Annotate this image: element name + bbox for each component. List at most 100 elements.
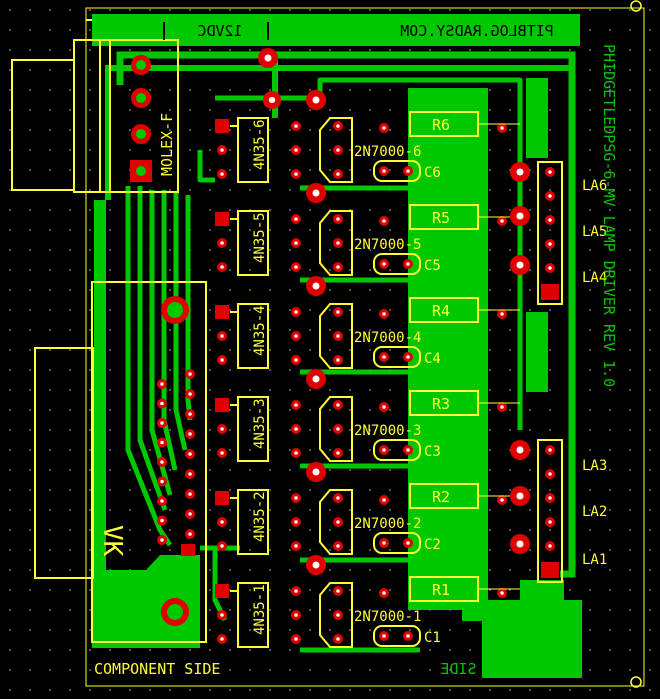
opto-pin-square	[215, 584, 229, 598]
drill-hole	[382, 634, 386, 638]
corner-mark-bottom	[630, 676, 642, 688]
drill-hole	[312, 468, 320, 476]
opto-pin-square	[215, 212, 229, 226]
capacitor-label: C2	[424, 537, 441, 553]
drill-hole	[268, 96, 276, 104]
lamp-header-lower	[537, 439, 563, 583]
drill-hole	[294, 310, 298, 314]
vk-mark: VK	[97, 525, 127, 557]
drill-hole	[500, 312, 504, 316]
capacitor-outline	[373, 625, 421, 647]
drill-hole	[336, 427, 340, 431]
opto-label: 4N35-5	[252, 212, 268, 263]
capacitor-outline	[373, 532, 421, 554]
drill-hole	[548, 266, 552, 270]
copper-side-label: COPPER SIDE	[440, 660, 539, 678]
drill-hole	[160, 518, 164, 523]
drill-hole	[294, 451, 298, 455]
drill-hole	[160, 421, 164, 425]
lamp-pin-square	[541, 562, 559, 578]
drill-hole	[220, 613, 224, 617]
opto-pin-square	[215, 305, 229, 319]
drill-hole	[336, 403, 340, 407]
drill-hole	[548, 472, 552, 476]
drill-hole	[336, 358, 340, 362]
drill-hole	[406, 541, 410, 545]
drill-hole	[382, 541, 386, 545]
drill-hole	[548, 242, 552, 246]
drill-hole	[220, 148, 224, 152]
drill-hole	[548, 194, 552, 198]
drill-hole	[294, 589, 298, 593]
lamp-label-la6: LA6	[582, 178, 607, 194]
drill-hole	[336, 451, 340, 455]
resistor-label: R5	[432, 209, 450, 227]
opto-label: 4N35-1	[252, 584, 268, 635]
resistor-label: R6	[432, 116, 450, 134]
opto-label: 4N35-4	[252, 305, 268, 356]
opto-pin-square	[215, 398, 229, 412]
drill-hole	[406, 634, 410, 638]
drill-hole	[336, 496, 340, 500]
dsub-connector: VK	[34, 281, 207, 643]
opto-label: 4N35-2	[252, 491, 268, 542]
fet-outline	[319, 117, 353, 183]
lamp-label-la5: LA5	[582, 224, 607, 240]
drill-hole	[336, 217, 340, 221]
drill-hole	[312, 282, 320, 290]
opto-label: 4N35-6	[252, 119, 268, 170]
drill-hole	[336, 265, 340, 269]
opto-pin-square	[215, 491, 229, 505]
capacitor-outline	[373, 160, 421, 182]
drill-hole	[160, 460, 164, 464]
fet-label: 2N7000-3	[354, 423, 421, 439]
drill-hole	[220, 241, 224, 245]
drill-hole	[312, 96, 320, 104]
capacitor-label: C5	[424, 258, 441, 274]
drill-hole	[382, 405, 386, 409]
drill-hole	[382, 219, 386, 223]
drill-hole	[294, 520, 298, 524]
copper-pad	[462, 591, 488, 621]
resistor-label: R4	[432, 302, 450, 320]
capacitor-label: C1	[424, 630, 441, 646]
lamp-pin-square	[541, 284, 559, 300]
drill-hole	[294, 124, 298, 128]
drill-hole	[294, 637, 298, 641]
drill-hole	[500, 405, 504, 409]
drill-hole	[294, 217, 298, 221]
drill-hole	[160, 499, 164, 503]
fet-label: 2N7000-1	[354, 609, 421, 625]
drill-hole	[516, 168, 524, 176]
copper-pad	[462, 219, 488, 249]
drill-hole	[188, 472, 192, 476]
drill-hole	[294, 241, 298, 245]
drill-hole	[336, 589, 340, 593]
drill-hole	[406, 169, 410, 173]
drill-hole	[294, 496, 298, 500]
drill-hole	[382, 126, 386, 130]
drill-hole	[406, 355, 410, 359]
drill-hole	[220, 637, 224, 641]
drill-hole	[294, 358, 298, 362]
opto-outline	[237, 489, 269, 555]
capacitor-outline	[373, 346, 421, 368]
drill-hole	[516, 446, 524, 454]
fet-outline	[319, 582, 353, 648]
capacitor-label: C4	[424, 351, 441, 367]
opto-label: 4N35-3	[252, 398, 268, 449]
board-title: PHIDGETLEDPSG-6-MV LAMP DRIVER REV 1.0	[600, 44, 618, 387]
fet-label: 2N7000-5	[354, 237, 421, 253]
drill-hole	[516, 261, 524, 269]
drill-hole	[160, 479, 164, 484]
drill-hole	[406, 448, 410, 452]
copper-pad	[462, 498, 488, 528]
opto-outline	[237, 396, 269, 462]
drill-hole	[188, 512, 192, 516]
drill-hole	[382, 498, 386, 502]
drill-hole	[294, 427, 298, 431]
